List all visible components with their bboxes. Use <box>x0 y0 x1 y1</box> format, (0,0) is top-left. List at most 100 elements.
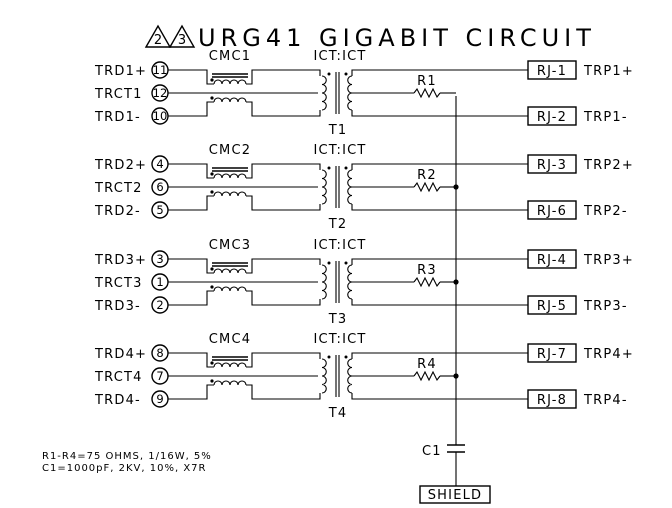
pin-number: 3 <box>156 252 163 266</box>
polarity-dot <box>327 261 331 265</box>
signal-label: TRD2- <box>94 204 141 219</box>
choke-winding <box>213 79 247 85</box>
resistor-symbol <box>413 276 441 288</box>
choke-winding <box>213 97 247 103</box>
wire <box>246 290 321 306</box>
output-signal-label: TRP2- <box>583 204 628 219</box>
resistor-label: R3 <box>417 263 437 278</box>
rj-connector <box>527 200 577 220</box>
wire <box>246 195 321 211</box>
polarity-dot <box>210 361 214 365</box>
revision-mark: 3 <box>178 33 186 48</box>
resistor-label: R1 <box>417 74 437 89</box>
secondary-winding <box>347 264 353 300</box>
pin-number: 8 <box>156 346 163 360</box>
secondary-winding <box>347 358 353 394</box>
polarity-dot <box>344 72 348 76</box>
output-signal-label: TRP3+ <box>583 253 634 268</box>
rj-connector <box>527 154 577 174</box>
choke-winding <box>213 362 247 368</box>
wire <box>351 258 528 265</box>
pin-number: 10 <box>153 109 168 123</box>
pin-number: 5 <box>156 203 163 217</box>
transformer-label: T4 <box>328 406 348 421</box>
transformer-label: T1 <box>328 123 348 138</box>
wire <box>246 69 321 85</box>
pin-number: 6 <box>156 180 163 194</box>
wire <box>351 299 528 306</box>
transformer-label: T2 <box>328 217 348 232</box>
rj-label: RJ-5 <box>537 299 567 314</box>
notes: R1-R4=75 OHMS, 1/16W, 5% C1=1000pF, 2KV,… <box>42 451 211 474</box>
output-signal-label: TRP3- <box>583 299 628 314</box>
wire <box>168 195 214 211</box>
transformer-type-label: ICT:ICT <box>313 332 366 347</box>
wire <box>351 393 528 400</box>
output-signal-label: TRP1- <box>583 110 628 125</box>
pin-number: 4 <box>156 157 163 171</box>
rj-label: RJ-4 <box>537 253 567 268</box>
resistor-label: R4 <box>417 357 437 372</box>
output-signal-label: TRP1+ <box>583 64 634 79</box>
rj-connector <box>527 343 577 363</box>
wire <box>351 163 528 170</box>
wire <box>168 163 214 179</box>
transformer-type-label: ICT:ICT <box>313 49 366 64</box>
choke-label: CMC3 <box>209 238 251 253</box>
wire <box>168 258 214 274</box>
choke-winding <box>213 173 247 179</box>
transformer-type-label: ICT:ICT <box>313 238 366 253</box>
signal-label: TRCT4 <box>94 370 143 385</box>
choke-winding <box>213 286 247 292</box>
signal-label: TRCT3 <box>94 276 143 291</box>
diagram-title: URG41 GIGABIT CIRCUIT <box>198 24 596 52</box>
secondary-winding <box>347 75 353 111</box>
resistor-symbol <box>413 370 441 382</box>
polarity-dot <box>210 172 214 176</box>
rj-connector <box>527 389 577 409</box>
signal-label: TRD3- <box>94 299 141 314</box>
wire <box>168 101 214 117</box>
choke-label: CMC4 <box>209 332 251 347</box>
wire <box>168 290 214 306</box>
polarity-dot <box>344 166 348 170</box>
polarity-dot <box>210 78 214 82</box>
polarity-dot <box>327 355 331 359</box>
wire <box>246 101 321 117</box>
revision-mark: 2 <box>154 33 162 48</box>
capacitor-label: C1 <box>422 444 442 459</box>
rj-label: RJ-7 <box>537 347 567 362</box>
rj-label: RJ-3 <box>537 158 567 173</box>
choke-label: CMC2 <box>209 143 251 158</box>
revision-triangle-icon <box>168 24 196 48</box>
rj-connector <box>527 295 577 315</box>
rj-label: RJ-2 <box>537 110 567 125</box>
choke-label: CMC1 <box>209 49 251 64</box>
title-block: 2 3 URG41 GIGABIT CIRCUIT <box>144 24 596 52</box>
polarity-dot <box>210 96 214 100</box>
signal-label: TRCT2 <box>94 181 143 196</box>
signal-label: TRD3+ <box>94 253 147 268</box>
signal-label: TRD2+ <box>94 158 147 173</box>
polarity-dot <box>344 261 348 265</box>
resistor-symbol <box>413 87 441 99</box>
pin-number: 1 <box>156 275 163 289</box>
rj-connector <box>527 249 577 269</box>
wire <box>246 163 321 179</box>
rj-label: RJ-1 <box>537 64 567 79</box>
polarity-dot <box>210 190 214 194</box>
wire <box>168 352 214 368</box>
primary-winding <box>321 264 327 300</box>
rj-connector <box>527 60 577 80</box>
signal-label: TRD1- <box>94 110 141 125</box>
polarity-dot <box>210 267 214 271</box>
pin-number: 11 <box>153 63 168 77</box>
output-signal-label: TRP4- <box>583 393 628 408</box>
signal-label: TRD1+ <box>94 64 147 79</box>
pin-number: 12 <box>153 86 168 100</box>
